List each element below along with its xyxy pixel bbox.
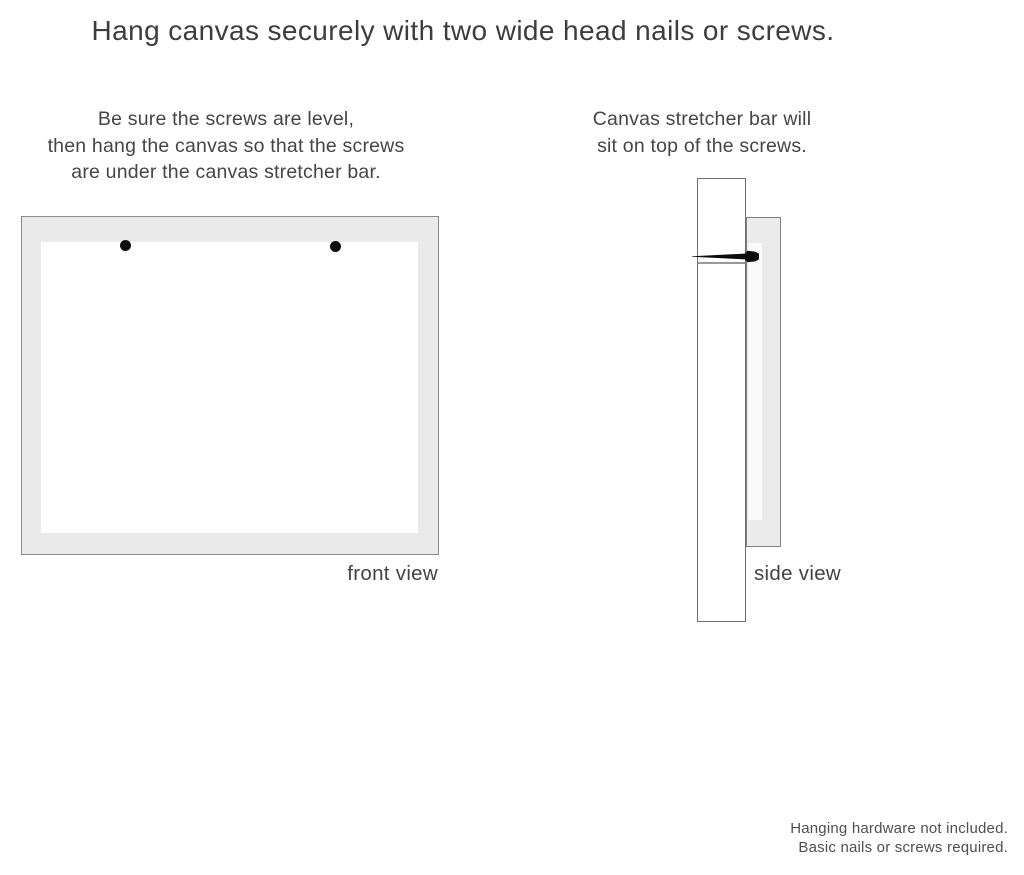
canvas-side-face [748,243,762,520]
instruction-line: sit on top of the screws. [597,134,807,157]
canvas-side-view [746,217,781,547]
side-view-instruction: Canvas stretcher bar will sit on top of … [551,106,853,159]
screw-right-icon [330,241,341,252]
front-view-instruction: Be sure the screws are level, then hang … [26,106,426,186]
disclaimer-line: Basic nails or screws required. [798,839,1008,856]
instruction-line: are under the canvas stretcher bar. [71,161,381,183]
side-view-label: side view [754,562,842,585]
canvas-front-face [41,242,418,533]
screw-left-icon [120,240,131,251]
instruction-line: Be sure the screws are level, [97,108,355,130]
nail-icon [692,250,759,263]
stretcher-bar-side-view [697,178,746,622]
instruction-line: Canvas stretcher bar will [592,108,812,130]
canvas-front-view [21,216,439,555]
page-title: Hang canvas securely with two wide head … [91,15,835,46]
instruction-line: then hang the canvas so that the screws [47,134,405,157]
disclaimer-line: Hanging hardware not included. [790,820,1008,837]
hardware-disclaimer: Hanging hardware not included. Basic nai… [624,819,1008,857]
stretcher-bar-seam-line [698,262,745,264]
front-view-label: front view [347,562,438,585]
